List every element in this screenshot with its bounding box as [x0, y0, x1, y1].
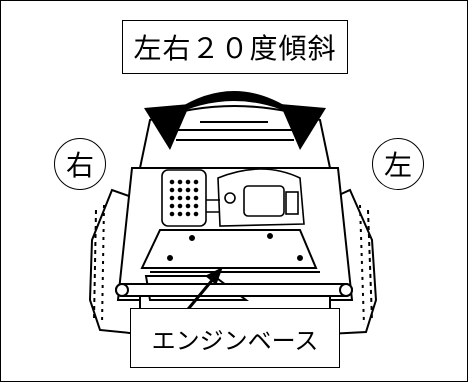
- engine-base-label: エンジンベース: [130, 308, 340, 368]
- title-label: 左右２０度傾斜: [122, 20, 348, 74]
- direction-right-label: 右: [54, 138, 106, 190]
- engine-unit-icon: [161, 168, 305, 227]
- front-bumper: [115, 283, 353, 297]
- direction-left-label: 左: [372, 138, 424, 190]
- tilt-arrow-icon: [144, 91, 326, 150]
